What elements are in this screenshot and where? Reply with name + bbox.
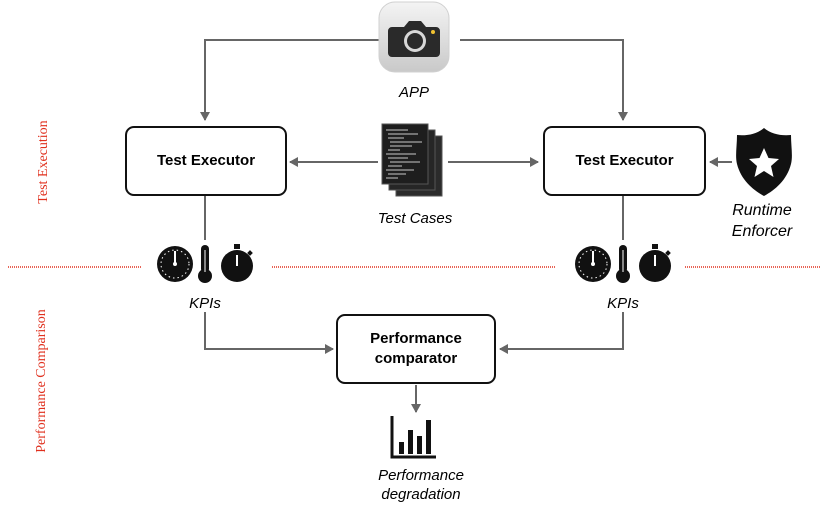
runtime-enforcer-label: Runtime Enforcer: [731, 202, 793, 240]
arrow-right-kpis-to-comparator: [499, 312, 624, 354]
police-badge-star-icon: [733, 126, 795, 198]
stopwatch-icon: [575, 246, 611, 282]
left-test-executor-label: Test Executor: [156, 152, 256, 169]
kpi-icons-right: [573, 242, 678, 284]
performance-comparator: Performance comparator: [336, 314, 496, 384]
arrow-app-to-right-executor: [460, 39, 628, 121]
thermometer-icon: [616, 245, 630, 283]
section-label-performance-comparison: Performance Comparison: [34, 309, 49, 453]
timer-icon: [639, 244, 671, 282]
left-test-executor: Test Executor: [125, 126, 287, 196]
timer-icon: [221, 244, 253, 282]
kpis-right-label: KPIs: [607, 295, 639, 312]
performance-comparator-label: Performance comparator: [370, 330, 462, 367]
kpis-left-label: KPIs: [189, 295, 221, 312]
right-test-executor-label: Test Executor: [575, 152, 674, 169]
section-label-test-execution: Test Execution: [36, 120, 51, 204]
test-cases-label: Test Cases: [377, 210, 453, 227]
arrow-app-to-left-executor: [200, 39, 380, 121]
app-label: APP: [398, 84, 429, 101]
camera-icon: [378, 1, 450, 73]
thermometer-icon: [198, 245, 212, 283]
kpi-icons-left: [155, 242, 260, 284]
performance-degradation-label: Performance degradation: [378, 467, 464, 503]
code-documents-icon: [378, 122, 450, 200]
right-test-executor: Test Executor: [543, 126, 706, 196]
bar-chart-icon: [389, 414, 439, 460]
arrow-left-kpis-to-comparator: [204, 312, 334, 354]
stopwatch-icon: [157, 246, 193, 282]
